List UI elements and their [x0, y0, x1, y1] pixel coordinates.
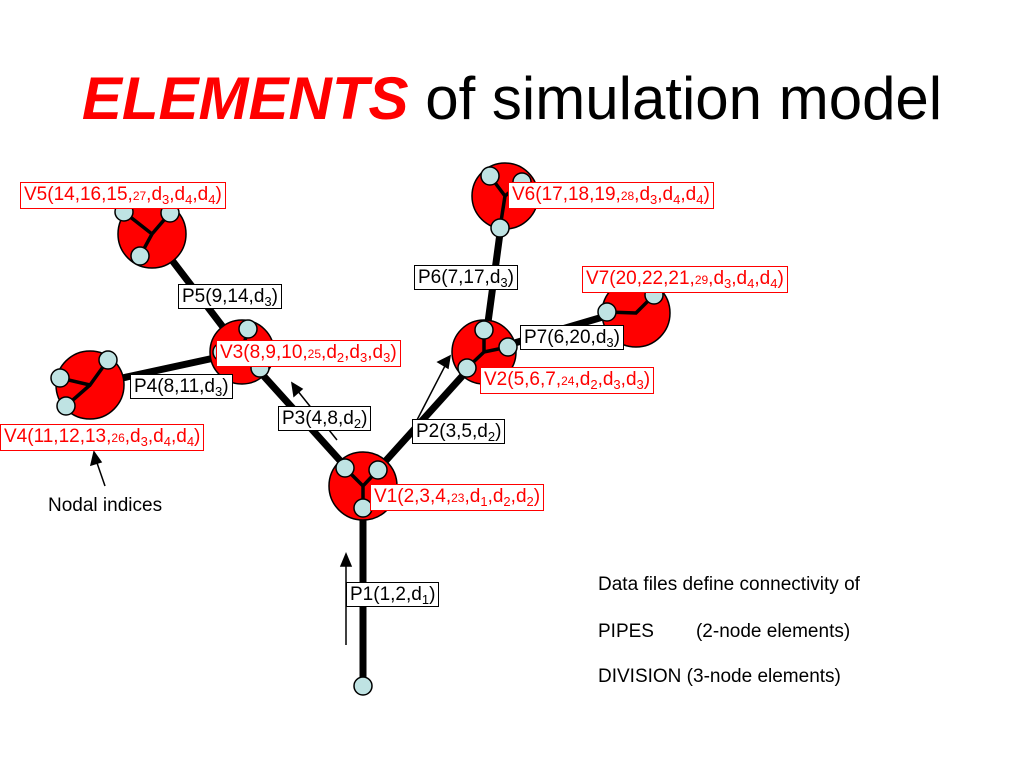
label-v2: V2(5,6,7,24,d2,d3,d3) [480, 367, 655, 394]
label-p6: P6(7,17,d3) [414, 265, 518, 290]
arrow-p1-icon [339, 552, 353, 567]
node-6 [498, 337, 518, 357]
node-14 [130, 246, 150, 266]
node-13 [56, 396, 76, 416]
node-18 [480, 166, 500, 186]
label-p5: P5(9,14,d3) [178, 284, 282, 309]
notes-line-3: DIVISION (3-node elements) [598, 666, 841, 687]
arrow-p3-icon [291, 381, 304, 398]
label-v1: V1(2,3,4,23,d1,d2,d2) [370, 484, 545, 511]
arrow-nodal-icon [89, 450, 103, 467]
node-1 [353, 676, 373, 696]
title-accent: ELEMENTS [81, 65, 409, 132]
label-v4: V4(11,12,13,26,d3,d4,d4) [0, 424, 205, 451]
label-v3: V3(8,9,10,25,d2,d3,d3) [216, 340, 401, 367]
arrow-p2-icon [436, 354, 451, 370]
node-4 [335, 458, 355, 478]
node-12 [50, 368, 70, 388]
node-5 [457, 358, 477, 378]
node-20 [597, 302, 617, 322]
page-title: ELEMENTS of simulation model [0, 62, 1024, 136]
node-3 [368, 460, 388, 480]
title-rest: of simulation model [425, 65, 943, 132]
label-v7: V7(20,22,21,29,d3,d4,d4) [582, 266, 788, 293]
notes-line-2: PIPES(2-node elements) [598, 621, 851, 642]
node-7 [474, 320, 494, 340]
label-v5: V5(14,16,15,27,d3,d4,d4) [20, 182, 226, 209]
label-p3: P3(4,8,d2) [278, 406, 372, 431]
notes-line-1: Data files define connectivity of [598, 574, 860, 595]
label-p2: P2(3,5,d2) [412, 419, 506, 444]
label-v6: V6(17,18,19,28,d3,d4,d4) [508, 182, 714, 209]
label-p4: P4(8,11,d3) [130, 374, 233, 399]
label-p1: P1(1,2,d1) [346, 582, 440, 607]
label-p7: P7(6,20,d3) [520, 325, 624, 350]
nodal-indices-annotation: Nodal indices [48, 495, 163, 516]
node-17 [490, 218, 510, 238]
node-9 [238, 319, 258, 339]
node-11 [98, 350, 118, 370]
